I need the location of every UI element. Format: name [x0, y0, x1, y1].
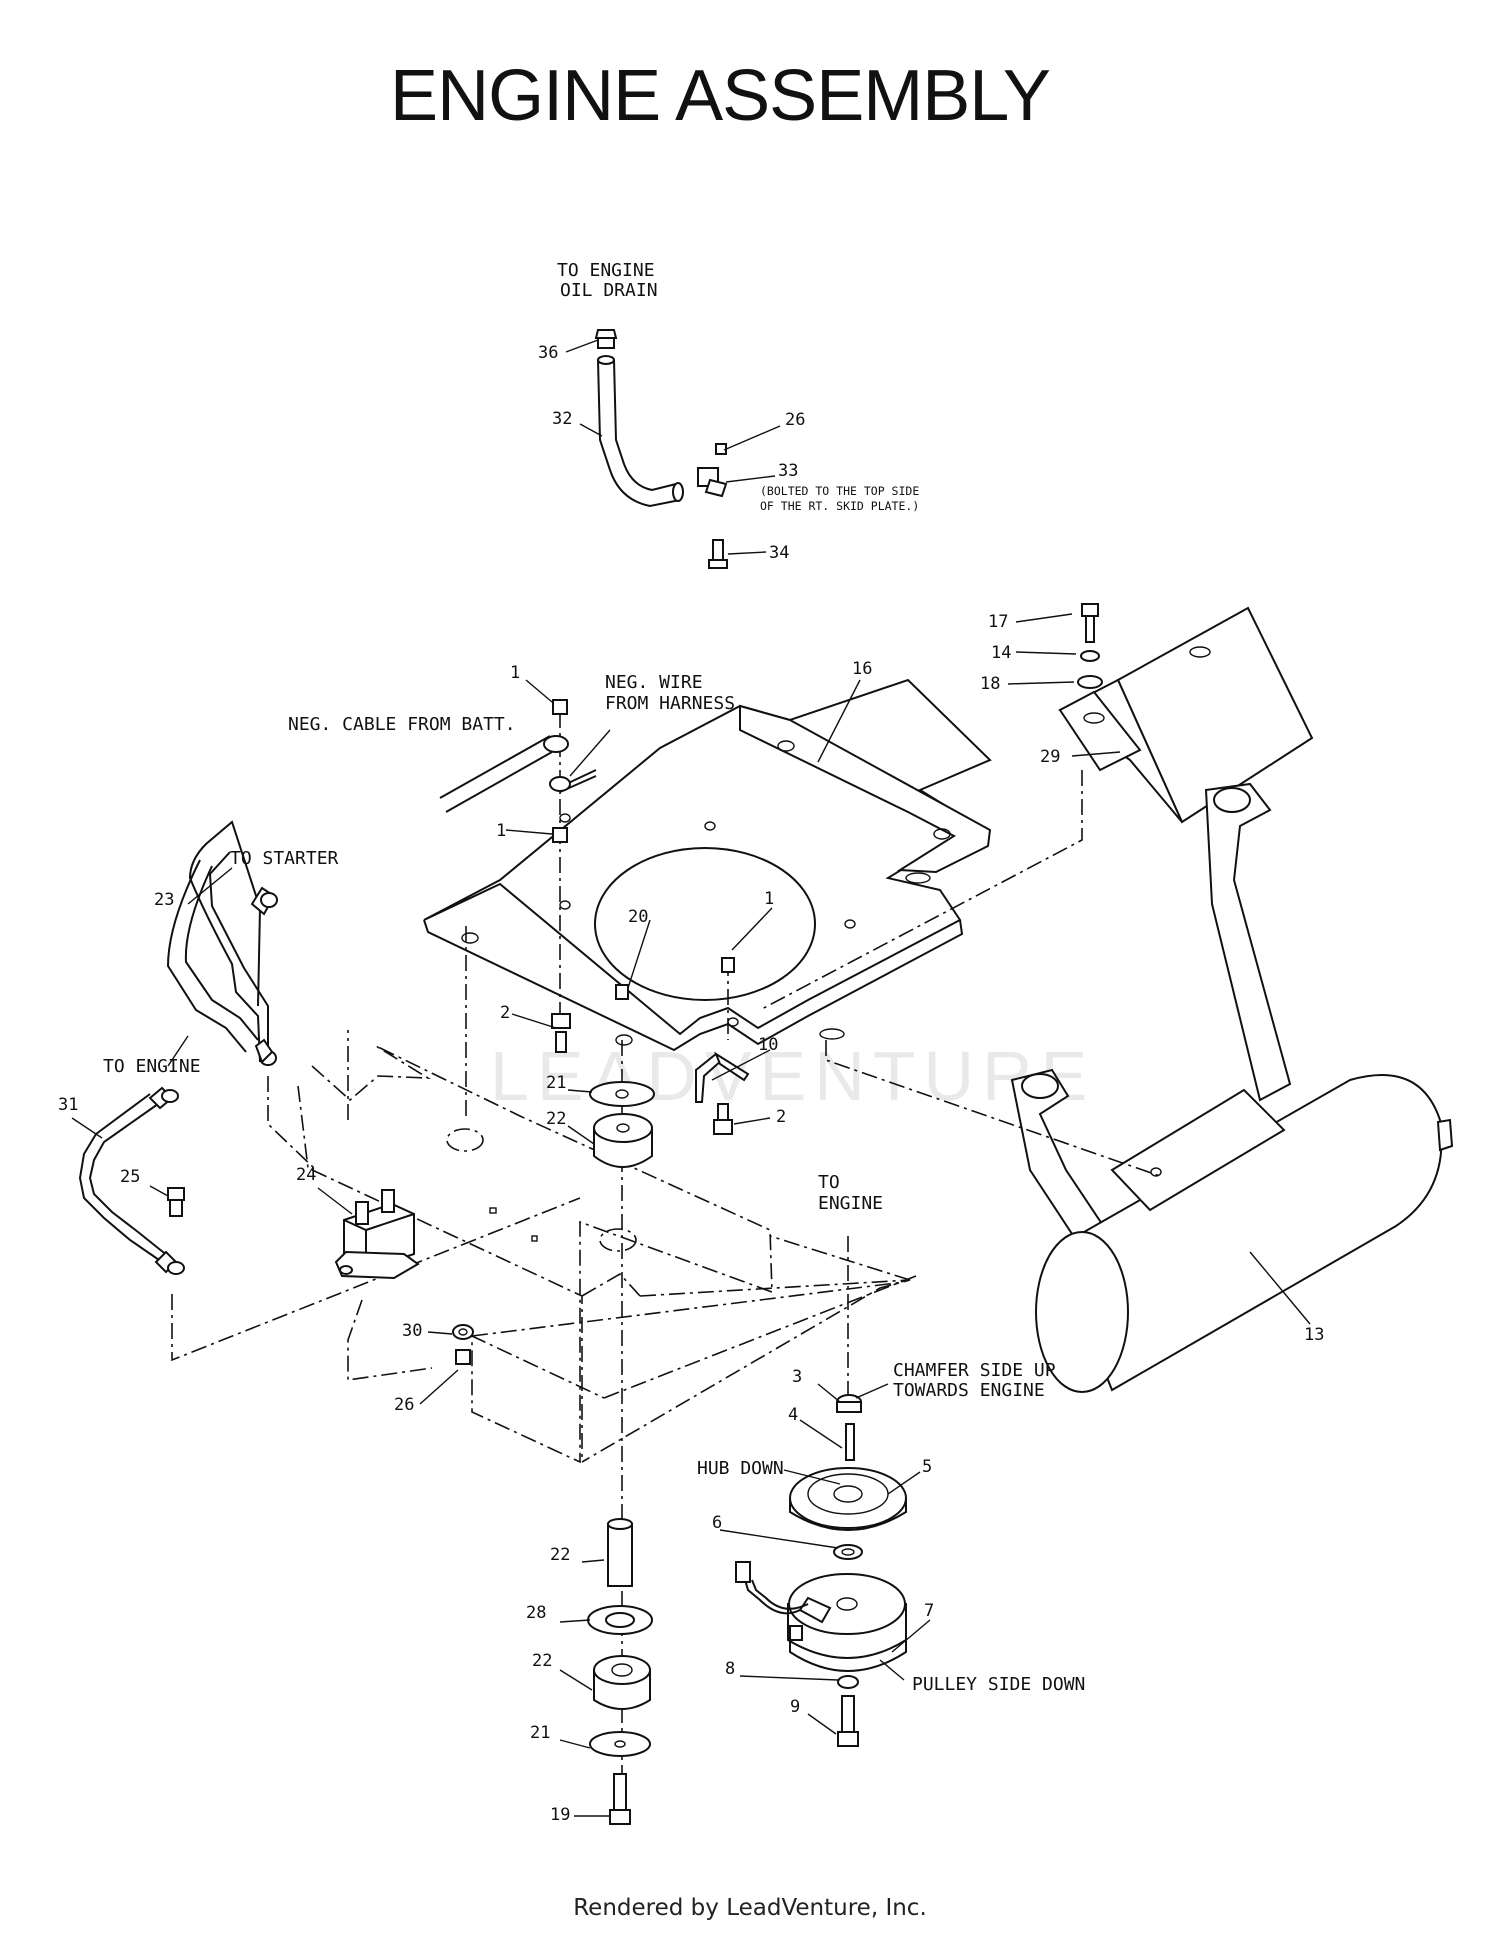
note-neg-cable: NEG. CABLE FROM BATT.	[288, 714, 516, 735]
note-bolted-1: (BOLTED TO THE TOP SIDE	[760, 484, 919, 498]
callout-1c: 1	[764, 889, 774, 909]
note-pulley-side-down: PULLEY SIDE DOWN	[912, 1674, 1085, 1695]
callout-31: 31	[58, 1095, 78, 1115]
callout-32: 32	[552, 409, 572, 429]
callout-19: 19	[550, 1805, 570, 1825]
callout-21a: 21	[546, 1073, 566, 1093]
washer-nut-30-26	[452, 1324, 474, 1365]
callout-5: 5	[922, 1457, 932, 1477]
note-to-engine-oil-drain-2: OIL DRAIN	[560, 280, 658, 301]
upper-isolator-stack	[589, 1051, 750, 1168]
page-title: ENGINE ASSEMBLY	[390, 56, 1051, 136]
svg-text:LEADVENTURE: LEADVENTURE	[490, 1037, 1095, 1115]
callout-2a: 2	[500, 1003, 510, 1023]
callout-14: 14	[991, 643, 1011, 663]
solenoid-group	[167, 1187, 420, 1280]
footer-credit: Rendered by LeadVenture, Inc.	[573, 1895, 927, 1921]
ground-cable	[78, 1086, 185, 1275]
pulley-clutch-stack	[735, 1394, 907, 1747]
note-to-engine-right-1: TO	[818, 1172, 840, 1193]
callout-2b: 2	[776, 1107, 786, 1127]
callout-13: 13	[1304, 1325, 1324, 1345]
callout-16: 16	[852, 659, 872, 679]
callout-1b: 1	[496, 821, 506, 841]
callout-numbers: 36 32 26 33 34 17 14 18 29 16 1 1 1 23 2…	[58, 343, 1324, 1825]
note-bolted-2: OF THE RT. SKID PLATE.)	[760, 499, 919, 513]
callout-9: 9	[790, 1697, 800, 1717]
leader-lines	[71, 339, 1311, 1817]
callout-22c: 22	[532, 1651, 552, 1671]
starter-cable	[166, 820, 278, 1066]
muffler-deflector	[1058, 603, 1314, 824]
muffler	[1010, 782, 1454, 1393]
note-to-engine-right-2: ENGINE	[818, 1193, 883, 1214]
callout-4: 4	[788, 1405, 798, 1425]
callout-22a: 22	[546, 1109, 566, 1129]
note-chamfer-1: CHAMFER SIDE UP	[893, 1360, 1056, 1381]
callout-34: 34	[769, 543, 789, 563]
oil-drain-hose-group	[594, 329, 728, 569]
callout-18: 18	[980, 674, 1000, 694]
negative-cable-group	[439, 699, 735, 1053]
note-to-engine-left: TO ENGINE	[103, 1056, 201, 1077]
callout-33: 33	[778, 461, 798, 481]
callout-3: 3	[792, 1367, 802, 1387]
callout-23: 23	[154, 890, 174, 910]
callout-26b: 26	[394, 1395, 414, 1415]
watermark: LEADVENTURE	[490, 880, 1095, 1115]
callout-26: 26	[785, 410, 805, 430]
callout-36: 36	[538, 343, 558, 363]
callout-8: 8	[725, 1659, 735, 1679]
note-neg-wire-1: NEG. WIRE	[605, 672, 703, 693]
callout-28: 28	[526, 1603, 546, 1623]
note-neg-wire-2: FROM HARNESS	[605, 693, 735, 714]
callout-22b: 22	[550, 1545, 570, 1565]
note-to-starter: TO STARTER	[230, 848, 339, 869]
callout-25: 25	[120, 1167, 140, 1187]
callout-21b: 21	[530, 1723, 550, 1743]
note-hub-down: HUB DOWN	[697, 1458, 784, 1479]
callout-30: 30	[402, 1321, 422, 1341]
lower-isolator-stack	[587, 1518, 653, 1825]
callout-20: 20	[628, 907, 648, 927]
callout-17: 17	[988, 612, 1008, 632]
note-to-engine-oil-drain-1: TO ENGINE	[557, 260, 655, 281]
note-chamfer-2: TOWARDS ENGINE	[893, 1380, 1045, 1401]
callout-7: 7	[924, 1601, 934, 1621]
callout-29: 29	[1040, 747, 1060, 767]
callout-24: 24	[296, 1165, 316, 1185]
engine-mount-plate	[423, 678, 992, 1052]
callout-6: 6	[712, 1513, 722, 1533]
callout-10: 10	[758, 1035, 778, 1055]
diagram-notes: TO ENGINE OIL DRAIN (BOLTED TO THE TOP S…	[103, 260, 1085, 1695]
callout-1a: 1	[510, 663, 520, 683]
